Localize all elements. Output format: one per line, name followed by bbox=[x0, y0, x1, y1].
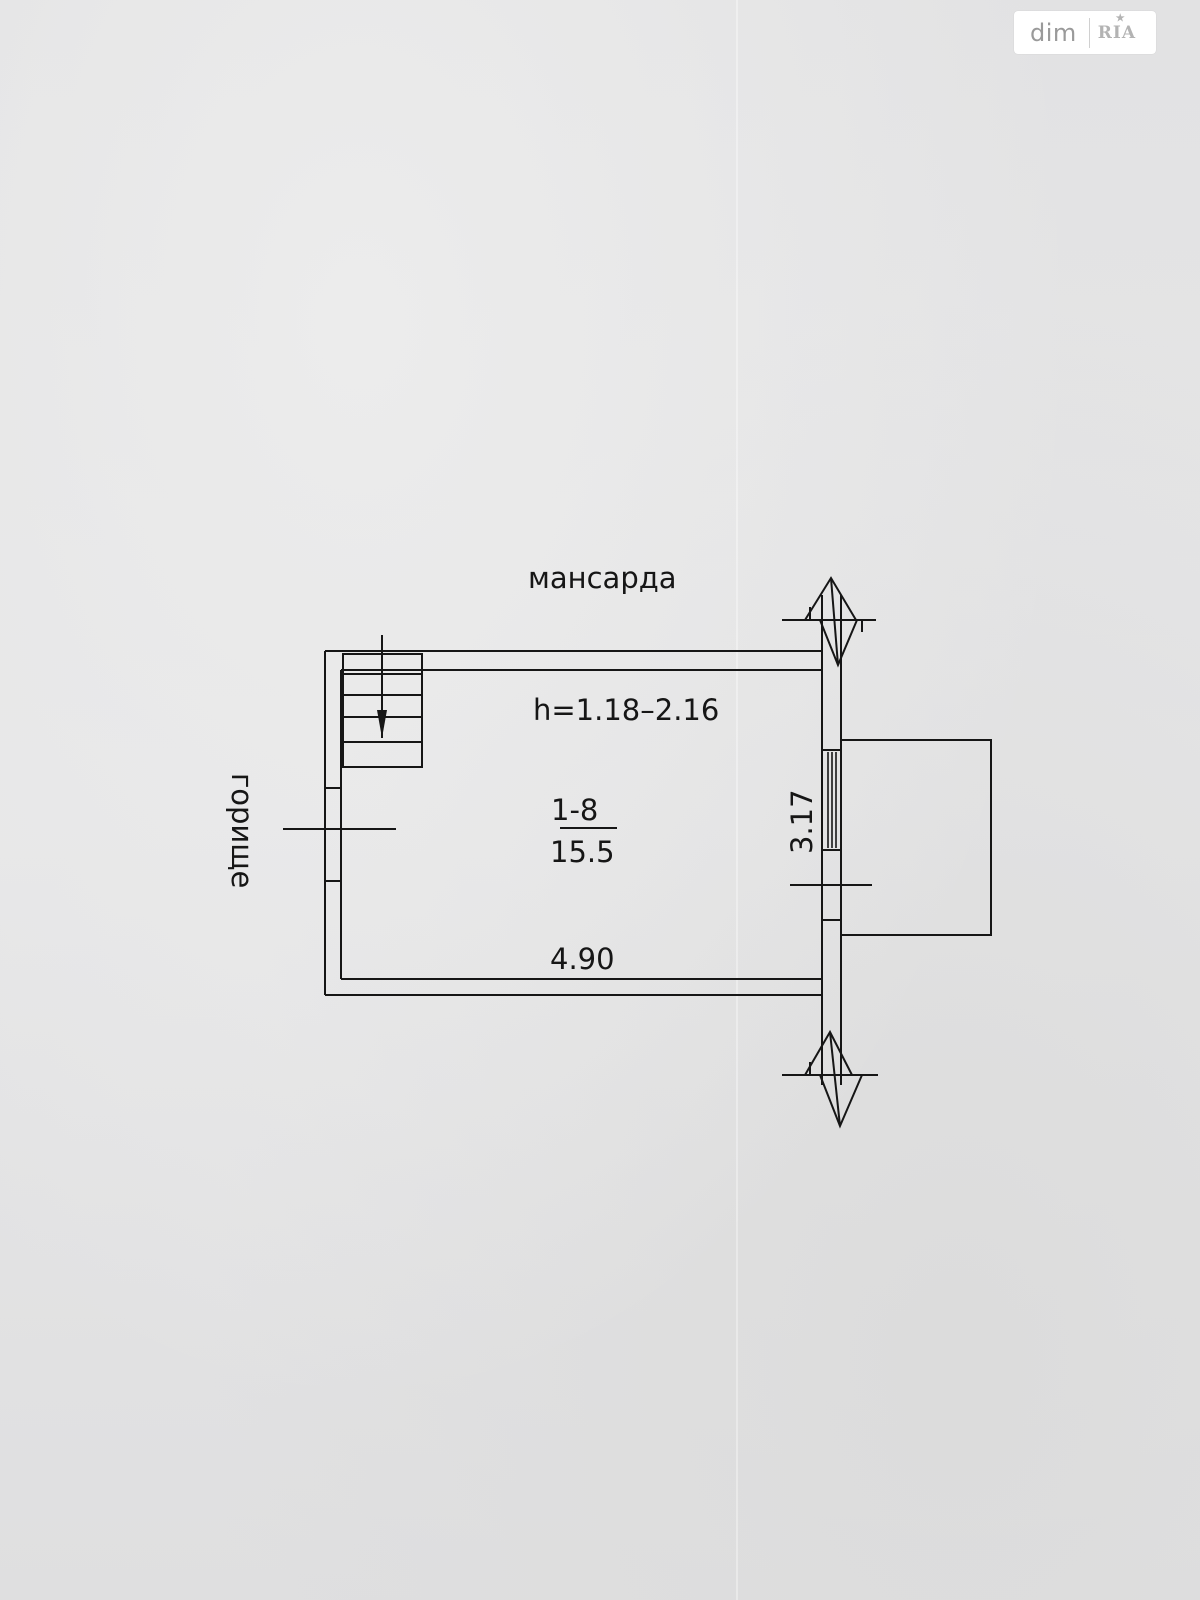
label-height: h=1.18–2.16 bbox=[533, 693, 719, 727]
section-arrow-top bbox=[782, 576, 876, 668]
watermark-brand: dim bbox=[1030, 18, 1077, 47]
staircase bbox=[342, 635, 423, 768]
section-arrow-bottom bbox=[782, 1029, 878, 1129]
label-top: мансарда bbox=[528, 561, 677, 595]
dimension-width: 3.17 bbox=[785, 789, 819, 854]
label-side: горище bbox=[225, 773, 259, 888]
watermark: dim RIA ★ bbox=[1014, 11, 1156, 54]
watermark-logo-text: RIA bbox=[1097, 22, 1137, 43]
paper-fold bbox=[736, 0, 738, 1600]
dimension-length: 4.90 bbox=[550, 942, 615, 976]
room-walls bbox=[324, 650, 822, 996]
watermark-logo: RIA ★ bbox=[1097, 13, 1137, 43]
window-symbol bbox=[827, 752, 837, 848]
room-area: 15.5 bbox=[550, 835, 615, 869]
stair-arrow-icon bbox=[377, 710, 387, 738]
watermark-divider bbox=[1088, 17, 1090, 48]
balcony-outline bbox=[840, 739, 992, 936]
room-number: 1-8 bbox=[551, 793, 598, 827]
star-icon: ★ bbox=[1115, 12, 1126, 24]
